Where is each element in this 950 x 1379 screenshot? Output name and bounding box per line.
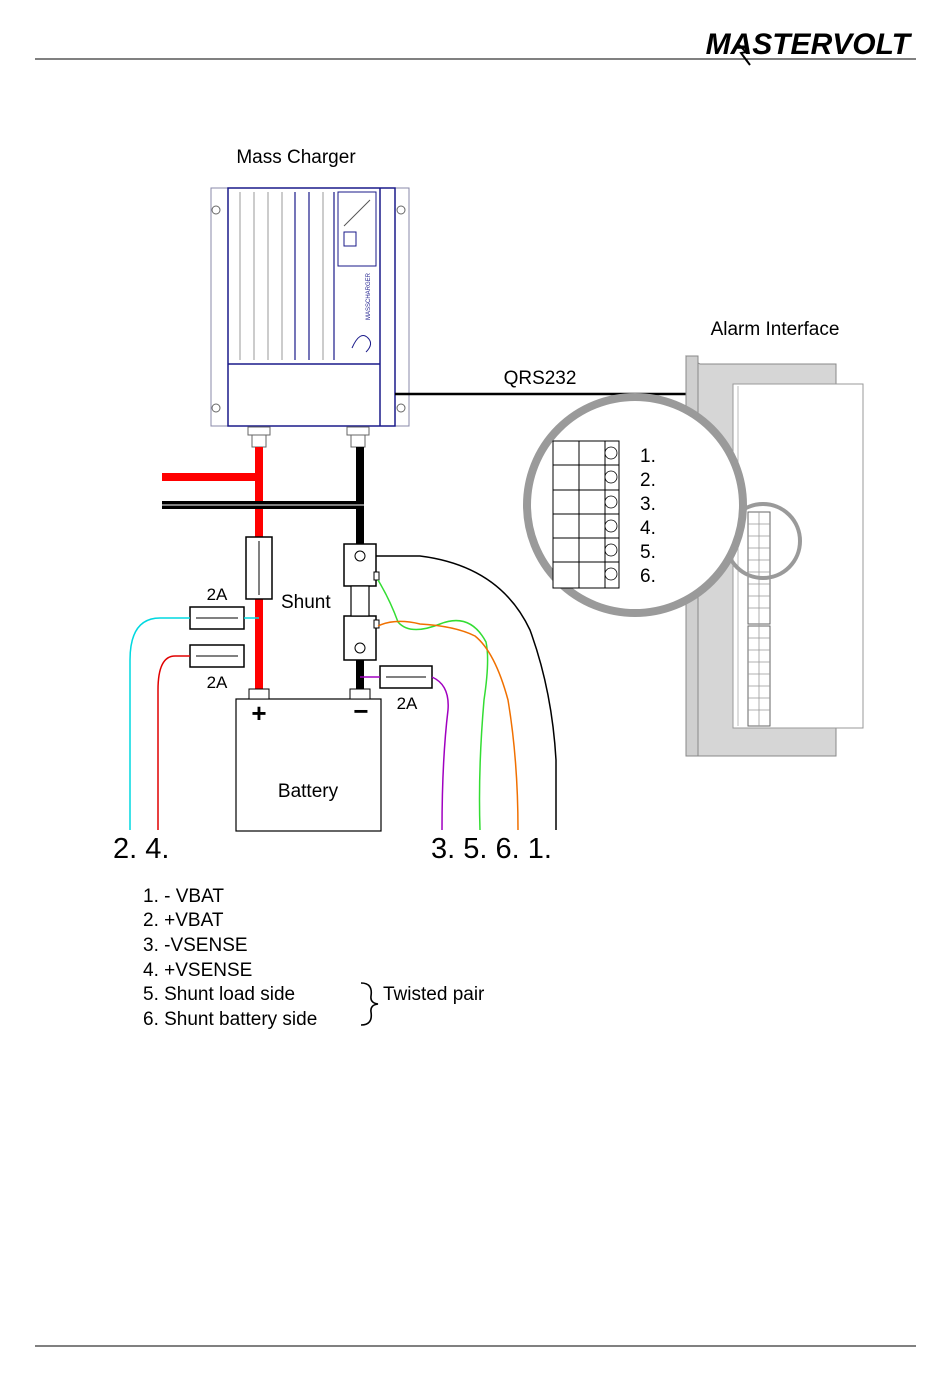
fuse-purple-label: 2A bbox=[397, 694, 418, 713]
wire-vbat-minus bbox=[376, 556, 556, 830]
wire-vsense-plus bbox=[158, 656, 190, 830]
terminal-2: 2. bbox=[640, 470, 656, 491]
wire-vsense-minus bbox=[432, 677, 448, 830]
terminal-3: 3. bbox=[640, 494, 656, 515]
alarm-interface-label: Alarm Interface bbox=[711, 319, 840, 340]
legend-item: 1. - VBAT bbox=[143, 886, 224, 907]
wire-shunt-battery bbox=[378, 621, 518, 830]
wire-vbat-plus bbox=[130, 618, 190, 830]
legend: 1. - VBAT 2. +VBAT 3. -VSENSE 4. +VSENSE… bbox=[143, 886, 485, 1030]
terminal-5: 5. bbox=[640, 542, 656, 563]
battery-plus: + bbox=[251, 698, 266, 728]
terminal-1: 1. bbox=[640, 446, 656, 467]
shunt bbox=[344, 544, 379, 660]
battery-label: Battery bbox=[278, 781, 339, 802]
legend-item: 4. +VSENSE bbox=[143, 960, 252, 981]
wire-shunt-load bbox=[378, 580, 488, 830]
svg-text:MASSCHARGER: MASSCHARGER bbox=[366, 272, 372, 320]
fuse-red-label: 2A bbox=[207, 673, 228, 692]
legend-item: 2. +VBAT bbox=[143, 910, 224, 931]
mass-charger: MASSCHARGER bbox=[211, 188, 409, 447]
fuse-cyan-label: 2A bbox=[207, 585, 228, 604]
brand-text: MASTERVOLT bbox=[706, 28, 913, 61]
twisted-pair-label: Twisted pair bbox=[383, 984, 485, 1005]
legend-item: 6. Shunt battery side bbox=[143, 1009, 317, 1030]
wire-group-left: 2. 4. bbox=[113, 833, 169, 865]
charger-label: Mass Charger bbox=[236, 147, 356, 168]
terminal-6: 6. bbox=[640, 566, 656, 587]
wire-group-right: 3. 5. 6. 1. bbox=[431, 833, 552, 865]
legend-item: 5. Shunt load side bbox=[143, 984, 295, 1005]
qrs232-label: QRS232 bbox=[504, 368, 577, 389]
shunt-label: Shunt bbox=[281, 592, 331, 613]
terminal-magnifier: 1. 2. 3. 4. 5. 6. bbox=[527, 397, 743, 613]
battery-minus: − bbox=[353, 696, 368, 726]
terminal-4: 4. bbox=[640, 518, 656, 539]
legend-item: 3. -VSENSE bbox=[143, 935, 248, 956]
brace-icon bbox=[361, 983, 378, 1025]
